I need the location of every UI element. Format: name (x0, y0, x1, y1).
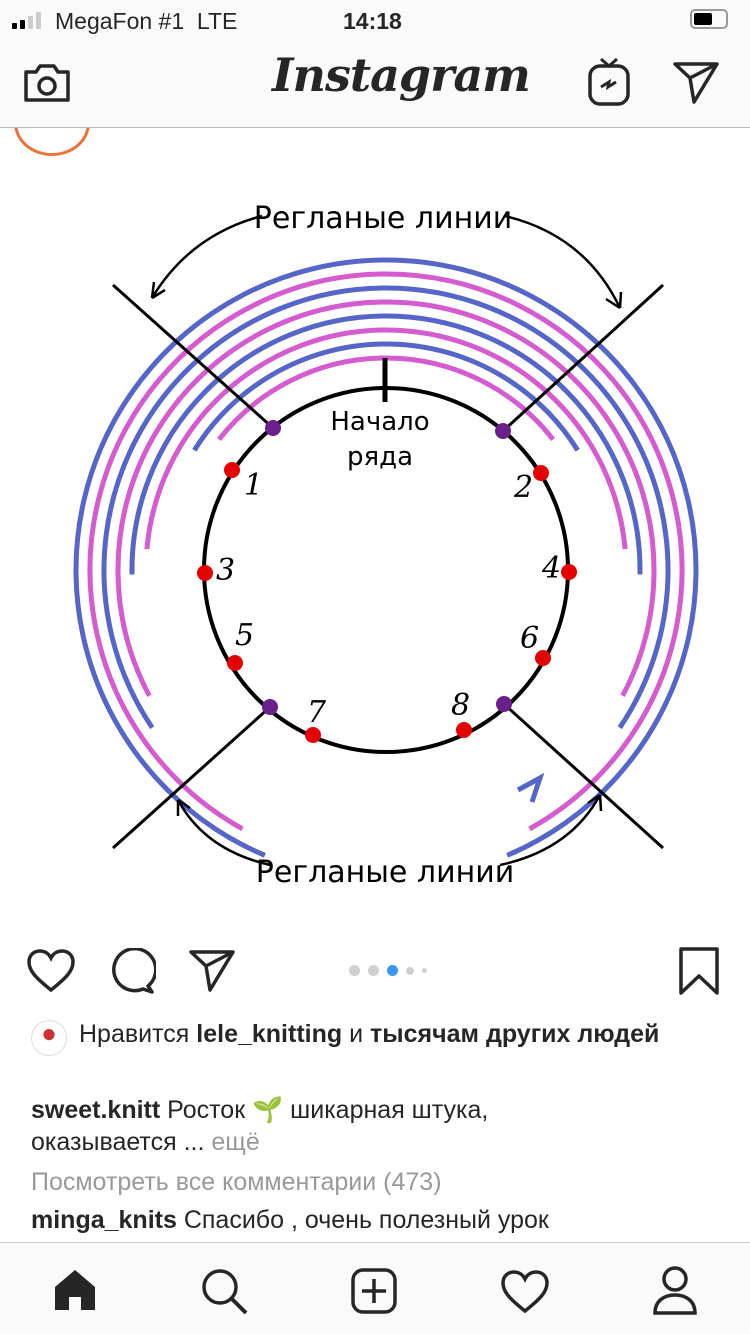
marker-3-label: 3 (216, 553, 235, 588)
clock: 14:18 (343, 8, 402, 34)
new-post-icon[interactable] (350, 1267, 398, 1315)
bottom-label: Регланые линии (256, 855, 514, 890)
marker-4-label: 4 (541, 551, 561, 586)
raglan-lines (111, 283, 665, 850)
post-actions (0, 940, 750, 1000)
row-arc (87, 271, 685, 832)
red-marker (533, 465, 549, 481)
marker-7-label: 7 (307, 695, 327, 730)
carousel-indicator (349, 965, 427, 976)
row-arc (73, 257, 699, 858)
more-link[interactable]: ещё (211, 1128, 260, 1156)
comment-icon[interactable] (108, 948, 156, 996)
red-marker (561, 564, 577, 580)
row-arc (115, 299, 657, 697)
share-icon[interactable] (188, 948, 236, 994)
other-likers-link[interactable]: тысячам других людей (370, 1020, 660, 1048)
curved-arrows (150, 214, 623, 867)
red-marker (197, 565, 213, 581)
comment-preview: minga_knits Спасибо , очень полезный уро… (31, 1206, 549, 1234)
liker-avatar[interactable] (31, 1020, 67, 1056)
row-arc (144, 327, 628, 550)
red-marker (535, 650, 551, 666)
home-icon[interactable] (52, 1267, 98, 1313)
igtv-icon[interactable] (586, 56, 634, 108)
marker-numbers: 1 2 3 4 5 6 7 8 (216, 468, 561, 730)
red-marker (224, 462, 240, 478)
signal-icon (12, 12, 41, 29)
top-label: Регланые линии (254, 201, 512, 236)
row-arc (101, 285, 671, 730)
camera-icon[interactable] (22, 58, 72, 108)
carrier: MegaFon #1 LTE (55, 8, 238, 34)
view-all-comments[interactable]: Посмотреть все комментарии (473) (31, 1168, 442, 1196)
likes-line: Нравится lele_knitting и тысячам других … (31, 1018, 721, 1056)
raglan-diagram: Регланые линии Регланые линии Начало ряд… (73, 201, 699, 890)
bottom-tab-bar (0, 1242, 750, 1334)
liker-username[interactable]: lele_knitting (196, 1020, 343, 1048)
start-label: Начало (330, 407, 429, 437)
purple-marker (262, 699, 278, 715)
red-marker (305, 727, 321, 743)
row-arc (129, 313, 643, 575)
caption-username[interactable]: sweet.knitt (31, 1096, 161, 1124)
bookmark-icon[interactable] (678, 946, 720, 996)
battery-icon (690, 9, 728, 29)
purple-marker (495, 423, 511, 439)
profile-icon[interactable] (652, 1265, 698, 1317)
status-bar: MegaFon #1 LTE 14:18 (0, 0, 750, 40)
start-label-2: ряда (347, 442, 413, 472)
caption: sweet.knitt Росток 🌱 шикарная штука, ока… (31, 1096, 489, 1156)
marker-6-label: 6 (520, 621, 539, 656)
red-marker (227, 655, 243, 671)
direction-arrowhead (516, 772, 545, 803)
top-nav: Instagram (0, 40, 750, 128)
purple-marker (496, 696, 512, 712)
marker-5-label: 5 (235, 618, 254, 653)
marker-8-label: 8 (451, 688, 470, 723)
like-heart-icon[interactable] (26, 948, 76, 994)
marker-1-label: 1 (244, 468, 263, 503)
direct-message-icon[interactable] (672, 60, 720, 106)
marker-2-label: 2 (513, 470, 533, 505)
search-icon[interactable] (200, 1267, 250, 1317)
purple-marker (265, 420, 281, 436)
instagram-logo: Instagram (272, 48, 531, 102)
activity-heart-icon[interactable] (500, 1269, 550, 1315)
red-marker (456, 722, 472, 738)
